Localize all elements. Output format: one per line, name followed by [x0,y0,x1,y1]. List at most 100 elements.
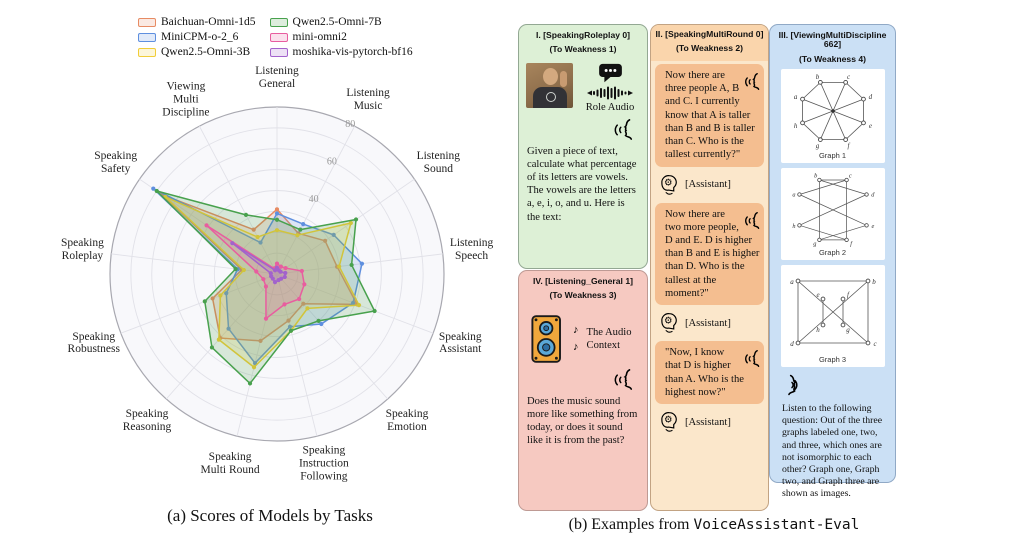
panel1-header: I. [SpeakingRoleplay 0] (To Weakness 1) [519,25,647,55]
radial-tick-label: 80 [345,119,355,130]
caption-b: (b) Examples from VoiceAssistant-Eval [518,516,910,534]
legend-item-MiniCPM-o-2_6: MiniCPM-o-2_6 [138,31,256,43]
legend-label: mini-omni2 [292,31,347,43]
axis-label-listening-general: Listening General [255,65,299,90]
graph-3-caption: Graph 3 [818,355,847,365]
axis-label-viewing-multi-discipline: Viewing Multi Discipline [162,81,210,119]
assistant-icon: ⚙ [659,312,680,334]
svg-text:f: f [847,143,850,151]
legend-item-Qwen2.5-Omni-3B: Qwen2.5-Omni-3B [138,46,256,58]
legend-item-mini-omni2: mini-omni2 [269,31,413,43]
panel-viewing-multidiscipline: III. [ViewingMultiDiscipline 662] (To We… [769,24,896,499]
panel2-header: II. [SpeakingMultiRound 0] (To Weakness … [651,25,768,61]
axis-label-listening-sound: Listening Sound [416,149,461,175]
legend-item-Baichuan-Omni-1d5: Baichuan-Omni-1d5 [138,16,256,28]
svg-text:⚙: ⚙ [664,416,672,426]
svg-text:c: c [846,73,850,81]
caption-b-prefix: (b) Examples from [568,516,694,533]
radar-series-Qwen2.5-Omni-3B [164,196,360,368]
svg-text:g: g [846,326,850,334]
svg-text:h: h [793,122,797,130]
caption-b-benchmark-name: VoiceAssistant-Eval [693,517,860,533]
waveform-icon [587,86,633,100]
assistant-row: ⚙ [Assistant] [651,170,768,200]
legend-swatch [269,32,288,42]
graph-1-caption: Graph 1 [818,151,847,161]
axis-label-listening-music: Listening Music [346,87,390,113]
radar-series-mini-omni2 [205,224,306,320]
axis-label-speaking-instruction-following: Speaking Instruction Following [298,444,349,483]
panel-speaking-roleplay: I. [SpeakingRoleplay 0] (To Weakness 1) [518,24,648,269]
examples-panel: I. [SpeakingRoleplay 0] (To Weakness 1) [518,20,910,535]
axis-label-speaking-robustness: Speaking Robustness [67,330,120,356]
listen-icon [777,373,801,397]
radial-tick-label: 40 [309,194,319,205]
svg-text:⚙: ⚙ [664,317,672,327]
svg-text:g: g [813,241,816,248]
svg-text:a: a [790,278,794,286]
user-turn-text: "Now, I know that D is higher than A. Wh… [665,347,744,398]
panel3-title: III. [ViewingMultiDiscipline 662] [778,30,887,50]
panel4-question: Does the music sound more like something… [527,395,638,447]
svg-text:f: f [847,291,850,299]
graph-2-caption: Graph 2 [818,248,847,258]
user-turn-bubble: Now there are three people A, B and C. I… [655,63,764,167]
panel3-question: Listen to the following question: Out of… [782,403,883,499]
assistant-label: [Assistant] [685,317,731,329]
svg-text:c: c [848,173,851,180]
panel1-question: Given a piece of text, calculate what pe… [527,145,637,223]
legend-item-Qwen2.5-Omni-7B: Qwen2.5-Omni-7B [269,16,413,28]
legend-item-moshika-vis-pytorch-bf16: moshika-vis-pytorch-bf16 [269,46,413,58]
role-person-photo [526,62,573,108]
legend-swatch [138,47,156,57]
assistant-row: ⚙ [Assistant] [651,308,768,338]
panel1-subtitle: (To Weakness 1) [549,44,617,55]
panel1-media: Role Audio [519,55,647,113]
panel-listening-general: IV. [Listening_General 1] (To Weakness 3… [518,270,648,511]
axis-label-listening-speech: Listening Speech [449,237,494,263]
axis-label-speaking-multi-round: Speaking Multi Round [200,451,260,477]
panel3-subtitle: (To Weakness 4) [798,53,867,64]
svg-text:b: b [814,173,817,180]
caption-a: (a) Scores of Models by Tasks [167,506,373,525]
assistant-label: [Assistant] [685,179,731,191]
chat-bubble-icon [597,63,624,84]
speak-icon [743,210,760,231]
speak-icon [743,348,760,369]
svg-text:⚙: ⚙ [664,178,672,188]
legend-swatch [138,17,156,27]
assistant-row: ⚙ [Assistant] [651,407,768,437]
legend-swatch [138,32,156,42]
svg-text:h: h [792,223,795,230]
axis-label-speaking-emotion: Speaking Emotion [385,407,429,433]
svg-text:a: a [793,94,797,102]
svg-text:a: a [792,192,795,199]
speak-icon [612,117,633,142]
svg-text:b: b [815,73,819,81]
panel4-subtitle: (To Weakness 3) [549,290,617,301]
assistant-icon: ⚙ [659,174,680,196]
panel3-header: III. [ViewingMultiDiscipline 662] (To We… [770,25,895,64]
user-turn-text: Now there are two more people, D and E. … [665,208,760,299]
user-turn-bubble: "Now, I know that D is higher than A. Wh… [655,341,764,405]
svg-text:e: e [871,223,874,230]
music-note-icon: ♪♪ [573,324,579,353]
speak-icon [743,71,760,92]
speaker-icon [531,315,565,363]
panel4-header: IV. [Listening_General 1] (To Weakness 3… [519,271,647,301]
assistant-icon: ⚙ [659,411,680,433]
svg-text:e: e [868,122,871,130]
legend-label: moshika-vis-pytorch-bf16 [292,46,413,58]
svg-text:b: b [872,278,876,286]
user-turn-text: Now there are three people A, B and C. I… [665,69,755,161]
radial-tick-label: 60 [327,156,337,167]
svg-text:d: d [790,340,794,348]
axis-label-speaking-reasoning: Speaking Reasoning [122,407,172,433]
svg-text:e: e [816,291,819,299]
